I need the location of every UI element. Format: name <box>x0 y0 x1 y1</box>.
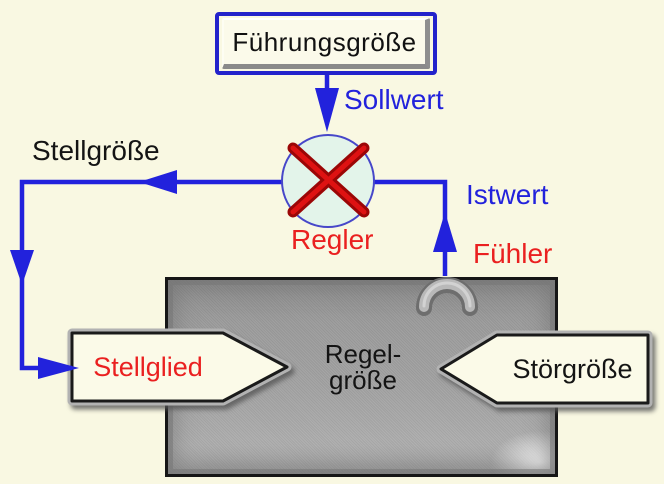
reference-variable-label: Führungsgröße <box>222 18 430 69</box>
controlled-variable-label: Regel- größe <box>296 341 430 393</box>
controlled-variable-line2: größe <box>329 365 397 395</box>
actual-value-wire <box>374 179 448 276</box>
arrowhead-left-icon <box>139 170 177 194</box>
arrowhead-setpoint-icon <box>315 88 339 132</box>
arrowhead-into-actuator-icon <box>38 357 79 379</box>
arrowhead-up-icon <box>433 212 457 252</box>
disturbance-arrow-plate-icon <box>436 330 653 408</box>
sensor-label: Fühler <box>473 238 553 269</box>
sensor-hook-icon <box>416 277 478 316</box>
actuator-label: Stellglied <box>93 351 203 382</box>
controller-circle-icon <box>281 134 375 228</box>
manipulated-variable-label: Stellgröße <box>32 135 160 166</box>
reference-variable-box: Führungsgröße <box>215 12 437 75</box>
arrowhead-down-icon <box>10 250 34 285</box>
actual-value-label: Istwert <box>466 179 549 210</box>
controller-label: Regler <box>291 224 374 255</box>
setpoint-label: Sollwert <box>344 84 444 115</box>
controlled-variable-line1: Regel- <box>324 339 402 369</box>
disturbance-label: Störgröße <box>512 353 633 384</box>
actuator-arrow-plate-icon <box>67 328 292 406</box>
